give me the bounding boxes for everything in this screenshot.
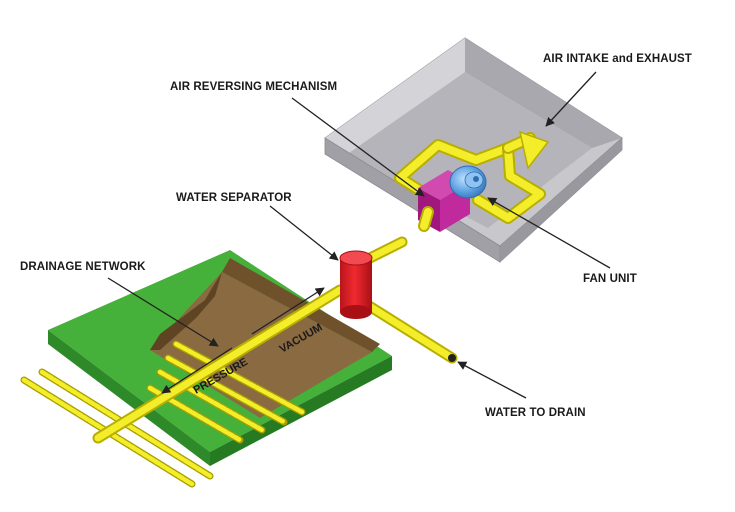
field-soil-top-edge bbox=[222, 258, 380, 352]
leader-air-intake bbox=[545, 71, 597, 127]
vacuum-arrow bbox=[251, 287, 325, 335]
label-water-separator: WATER SEPARATOR bbox=[176, 192, 292, 204]
enclosure-inner-left bbox=[325, 38, 465, 155]
air-pipe-loop bbox=[394, 132, 546, 224]
leader-water-separator bbox=[269, 205, 339, 261]
water-drain-pipe bbox=[360, 298, 458, 364]
leader-water-to-drain bbox=[457, 361, 527, 399]
label-fan-unit: FAN UNIT bbox=[583, 273, 637, 285]
drain-outlet bbox=[448, 354, 456, 362]
label-drainage-network: DRAINAGE NETWORK bbox=[20, 261, 146, 273]
leader-drainage-network bbox=[107, 277, 219, 347]
water-separator-shape bbox=[339, 250, 373, 319]
pressure-arrow bbox=[161, 347, 233, 394]
field-grass-side-front bbox=[48, 330, 210, 466]
fan-unit-shape bbox=[449, 165, 487, 199]
leader-air-reversing bbox=[291, 97, 425, 197]
enclosure-inner-right bbox=[465, 38, 622, 148]
pipe-box-to-separator bbox=[364, 206, 434, 264]
air-intake-funnel bbox=[518, 130, 550, 170]
main-collector-pipe bbox=[92, 284, 346, 444]
enclosure-right-face bbox=[500, 138, 622, 262]
label-air-intake: AIR INTAKE and EXHAUST bbox=[543, 53, 692, 65]
field-soil-wall bbox=[150, 272, 222, 350]
label-air-reversing: AIR REVERSING MECHANISM bbox=[170, 81, 337, 93]
enclosure bbox=[324, 37, 623, 263]
leader-fan-unit bbox=[487, 197, 611, 269]
label-water-to-drain: WATER TO DRAIN bbox=[485, 407, 586, 419]
